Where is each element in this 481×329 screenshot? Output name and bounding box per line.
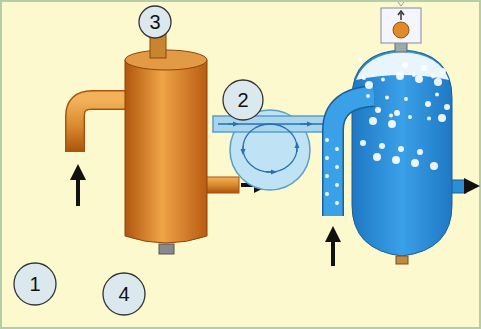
callout-circle: 1: [13, 262, 57, 306]
callout-circle: 3: [138, 5, 172, 39]
flow-arrow: [467, 184, 472, 188]
callout-circle: 2: [222, 79, 264, 121]
orange-separator: [75, 12, 239, 254]
blue-separator: [325, 2, 466, 264]
flow-arrow: [331, 234, 335, 266]
callout-circle: 4: [102, 272, 146, 316]
callout-number: 1: [29, 274, 40, 294]
callout-number: 3: [149, 12, 160, 32]
callout-number: 4: [118, 284, 129, 304]
swirl-section: [213, 110, 330, 190]
callout-number: 2: [237, 90, 248, 110]
flow-arrow: [76, 172, 80, 206]
